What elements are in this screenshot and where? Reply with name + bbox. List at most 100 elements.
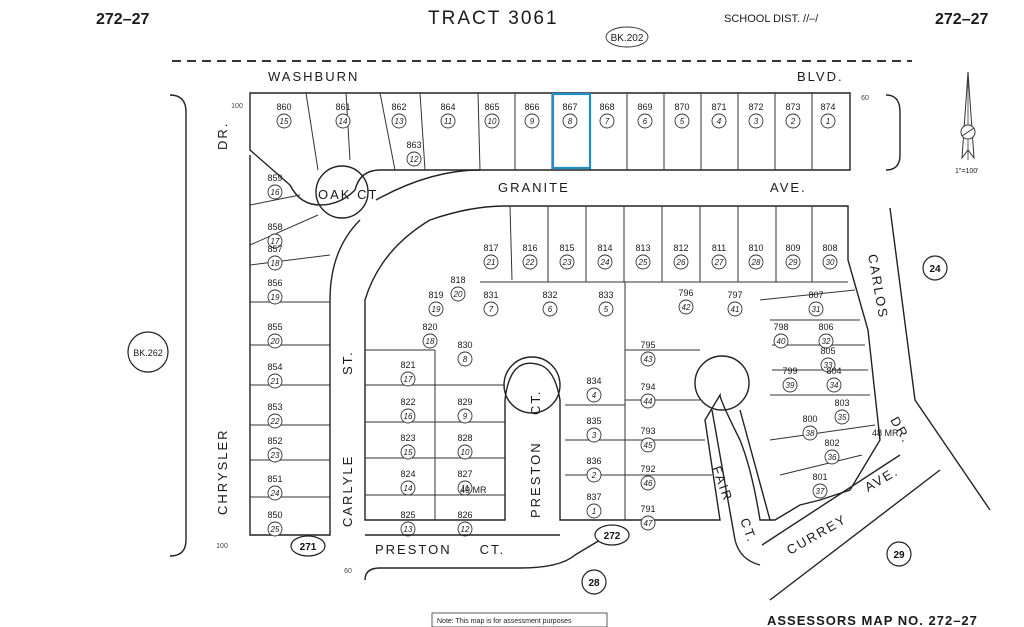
- lot-number: 850: [267, 510, 282, 520]
- lot-sub-number: 37: [816, 487, 825, 496]
- lot-number: 820: [422, 322, 437, 332]
- lot-sub-circle: [785, 254, 801, 270]
- lot-number: 872: [748, 102, 763, 112]
- book-202-label: BK.202: [611, 33, 644, 44]
- lot-sub-number: 3: [592, 431, 597, 440]
- lot-number: 808: [822, 243, 837, 253]
- lot-number: 863: [406, 140, 421, 150]
- lot-sub-circle: [802, 425, 818, 441]
- lot-sub-number: 43: [644, 355, 653, 364]
- lot-sub-circle: [640, 437, 656, 453]
- lot-sub-circle: [785, 113, 801, 129]
- lot-sub-number: 41: [731, 305, 740, 314]
- lot-sub-number: 29: [788, 258, 798, 267]
- lot-sub-circle: [267, 485, 283, 501]
- top-block-outline: [249, 92, 851, 206]
- book-24-circle: [922, 255, 948, 281]
- lot-sub-number: 13: [404, 525, 413, 534]
- lot-sub-number: 25: [270, 525, 280, 534]
- west-column-lot-lines: [249, 194, 331, 498]
- lot-sub-number: 16: [404, 412, 413, 421]
- lot-sub-circle: [640, 515, 656, 531]
- lot-sub-number: 32: [822, 337, 831, 346]
- lot-sub-number: 9: [463, 412, 468, 421]
- lot-sub-number: 15: [280, 117, 289, 126]
- lot-sub-circle: [597, 254, 613, 270]
- lot-sub-circle: [637, 113, 653, 129]
- street-fair: FAIR: [709, 464, 736, 504]
- lot-number: 819: [428, 290, 443, 300]
- lot-sub-number: 11: [461, 484, 469, 493]
- lot-sub-number: 11: [444, 117, 452, 126]
- street-fair-ct: CT.: [737, 516, 760, 545]
- lot-number: 816: [522, 243, 537, 253]
- lot-number: 870: [674, 102, 689, 112]
- book-29-label: 29: [893, 550, 905, 561]
- lot-number: 858: [267, 222, 282, 232]
- lot-sub-number: 25: [638, 258, 648, 267]
- preston-ct-cul-de-sac: [503, 356, 561, 414]
- lot-number: 854: [267, 362, 282, 372]
- lot-number: 832: [542, 290, 557, 300]
- lot-sub-circle: [586, 467, 602, 483]
- lot-sub-number: 38: [806, 429, 815, 438]
- lot-sub-circle: [267, 184, 283, 200]
- lot-sub-circle: [586, 503, 602, 519]
- lot-sub-number: 1: [592, 507, 596, 516]
- street-ave: AVE.: [770, 180, 807, 195]
- dimension-mark: 100: [231, 103, 243, 110]
- lot-number: 871: [711, 102, 726, 112]
- fair-ct-street-west: [711, 409, 761, 566]
- street-preston-ct-bottom: PRESTON CT.: [375, 542, 505, 557]
- lot-sub-circle: [440, 113, 456, 129]
- lot-sub-number: 3: [754, 117, 759, 126]
- book-271-label: 271: [300, 542, 317, 553]
- lot-sub-circle: [400, 371, 416, 387]
- lot-sub-circle: [773, 333, 789, 349]
- lot-sub-number: 15: [404, 448, 413, 457]
- lot-number: 866: [524, 102, 539, 112]
- lot-sub-circle: [400, 408, 416, 424]
- lot-number: 796: [678, 288, 693, 298]
- oak-ct-curve: [375, 169, 481, 201]
- lot-sub-circle: [812, 483, 828, 499]
- lot-sub-circle: [457, 408, 473, 424]
- lot-number: 803: [834, 398, 849, 408]
- dimension-mark: 100: [216, 543, 228, 550]
- lot-sub-number: 22: [270, 417, 280, 426]
- lot-sub-number: 20: [453, 290, 463, 299]
- lot-number: 794: [640, 382, 655, 392]
- lot-sub-circle: [824, 449, 840, 465]
- lot-number: 869: [637, 102, 652, 112]
- mr-label-b: 48 MR: [872, 428, 899, 438]
- lot-number: 811: [712, 243, 726, 253]
- street-st: ST.: [340, 350, 355, 375]
- lot-sub-circle: [267, 521, 283, 537]
- lot-number: 834: [586, 376, 601, 386]
- lot-number: 856: [267, 278, 282, 288]
- book-262-label: BK.262: [133, 348, 163, 358]
- lot-sub-circle: [483, 301, 499, 317]
- lot-sub-number: 8: [568, 117, 573, 126]
- lot-number: 792: [640, 464, 655, 474]
- lot-sub-circle: [422, 333, 438, 349]
- school-district: SCHOOL DIST. //–/: [724, 13, 819, 25]
- lot-sub-number: 5: [680, 117, 685, 126]
- street-carlyle: CARLYLE: [340, 455, 355, 527]
- lot-sub-circle: [674, 113, 690, 129]
- currey-ave-curb-north: [761, 454, 901, 546]
- granite-south-lot-lines: [480, 205, 848, 283]
- street-currey-ave: AVE.: [862, 463, 901, 494]
- lot-number: 823: [400, 433, 415, 443]
- street-carlos: CARLOS: [865, 253, 891, 320]
- highlighted-lot-867[interactable]: [551, 92, 592, 170]
- lot-sub-circle: [562, 113, 578, 129]
- lot-sub-circle: [586, 427, 602, 443]
- lot-sub-number: 14: [404, 484, 413, 493]
- lot-sub-number: 27: [714, 258, 724, 267]
- top-row-lots: 8601586114862138641186510866986788687869…: [276, 102, 836, 129]
- lot-sub-number: 23: [562, 258, 572, 267]
- map-number-left: 272–27: [96, 11, 149, 28]
